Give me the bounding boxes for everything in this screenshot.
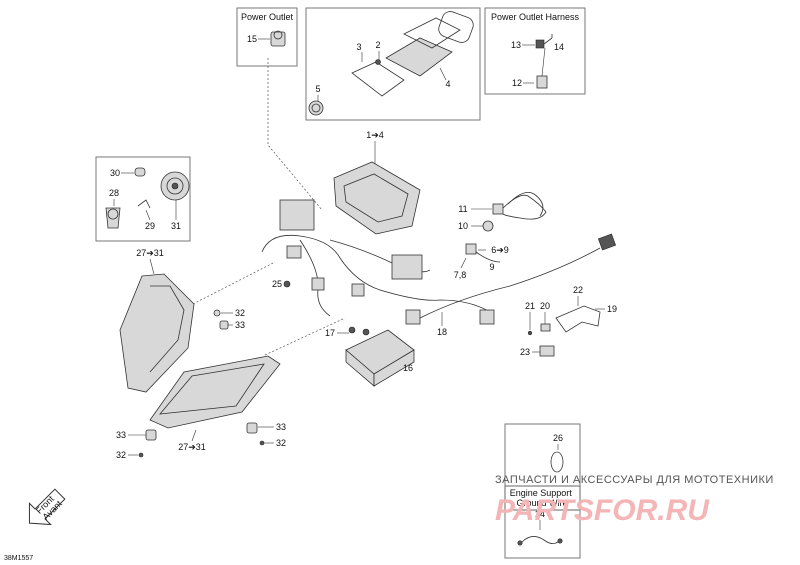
watermark-logo: PARTSFOR.RU xyxy=(495,494,710,527)
callout-26: 26 xyxy=(553,433,563,443)
ground-ring-icon xyxy=(550,451,564,473)
socket-icon xyxy=(134,167,146,177)
callout-31: 31 xyxy=(171,221,181,231)
callout-10: 10 xyxy=(458,221,468,231)
harness-assembly xyxy=(261,199,617,336)
callout-29: 29 xyxy=(145,221,155,231)
engine-support-title: Engine Support Ground Wire xyxy=(510,488,575,508)
callout-18: 18 xyxy=(437,327,447,337)
callout-11: 11 xyxy=(458,204,467,214)
callout-32-a: 32 xyxy=(235,308,245,318)
callout-16: 16 xyxy=(403,363,413,373)
callout-7-8: 7,8 xyxy=(454,270,467,280)
callout-21: 21 xyxy=(525,301,535,311)
callout-33-b: 33 xyxy=(116,430,126,440)
fuse-holder-icon xyxy=(536,75,548,89)
terminal-icon xyxy=(535,39,545,49)
fastener-icon xyxy=(283,280,291,288)
gauge-assembly-icon xyxy=(333,161,421,235)
harness-connector-icon xyxy=(597,233,617,251)
callout-14: 14 xyxy=(554,42,564,52)
engine-support-box: 26 Engine Support Ground Wire 24 xyxy=(504,423,581,559)
callout-6-9: 6➔9 xyxy=(491,245,509,255)
bulb-box: 30 28 29 31 xyxy=(95,156,191,242)
front-arrow-icon: Front Avant xyxy=(28,488,66,526)
watermark-text: ЗАПЧАСТИ И АКСЕССУАРЫ ДЛЯ МОТОТЕХНИКИ xyxy=(495,474,774,486)
grommet-bottom-icon xyxy=(145,429,157,441)
callout-1-4: 1➔4 xyxy=(366,130,384,140)
headlight-lens-icon xyxy=(149,355,281,429)
callout-5: 5 xyxy=(315,84,320,94)
callout-24: 24 xyxy=(535,509,545,519)
tether-cord-icon xyxy=(492,203,504,215)
clip-nut-icon xyxy=(540,323,551,332)
callout-25: 25 xyxy=(272,279,282,289)
callout-2: 2 xyxy=(375,40,380,50)
bulb-icon xyxy=(105,207,121,229)
callout-9: 9 xyxy=(489,262,494,272)
callout-15: 15 xyxy=(247,34,257,44)
callout-28: 28 xyxy=(109,188,119,198)
callout-17: 17 xyxy=(325,328,335,338)
callout-27-31-top: 27➔31 xyxy=(136,248,164,258)
callout-19: 19 xyxy=(607,304,617,314)
callout-20: 20 xyxy=(540,301,550,311)
bracket-icon xyxy=(555,305,601,333)
callout-22: 22 xyxy=(573,285,583,295)
switch-icon xyxy=(465,243,477,255)
engine-support-title-line2: Ground Wire xyxy=(516,498,567,508)
callout-33-c: 33 xyxy=(276,422,286,432)
callout-30: 30 xyxy=(110,168,120,178)
bezel-icon xyxy=(351,61,405,97)
callout-3: 3 xyxy=(356,42,361,52)
callout-4: 4 xyxy=(445,79,450,89)
grommet-icon xyxy=(482,220,494,232)
gauge-box: 3 2 5 4 xyxy=(305,7,481,121)
power-outlet-harness-title: Power Outlet Harness xyxy=(491,12,580,22)
callout-32-c: 32 xyxy=(276,438,286,448)
callout-27-31-bottom: 27➔31 xyxy=(178,442,206,452)
headlight-housing-icon xyxy=(119,273,195,393)
callout-33-a: 33 xyxy=(235,320,245,330)
callout-13: 13 xyxy=(511,40,521,50)
callout-23: 23 xyxy=(520,347,530,357)
connector-block-icon xyxy=(391,254,423,280)
reference-code: 38M1557 xyxy=(4,555,33,562)
callout-12: 12 xyxy=(512,78,522,88)
screw-icon xyxy=(375,59,381,65)
plug-icon xyxy=(405,309,421,325)
power-outlet-title: Power Outlet xyxy=(241,12,294,22)
clip-icon xyxy=(137,199,151,209)
gauge-cluster-icon xyxy=(385,37,453,77)
mount-icon xyxy=(539,345,555,357)
round-gauge-icon xyxy=(308,100,324,116)
power-outlet-harness-box: Power Outlet Harness 13 14 12 xyxy=(484,7,586,95)
connector-icon xyxy=(286,245,302,259)
ground-wire-icon xyxy=(521,536,559,544)
seal-icon xyxy=(438,11,474,43)
power-outlet-box: Power Outlet 15 xyxy=(236,7,298,67)
callout-32-b: 32 xyxy=(116,450,126,460)
relay-icon xyxy=(279,199,315,231)
